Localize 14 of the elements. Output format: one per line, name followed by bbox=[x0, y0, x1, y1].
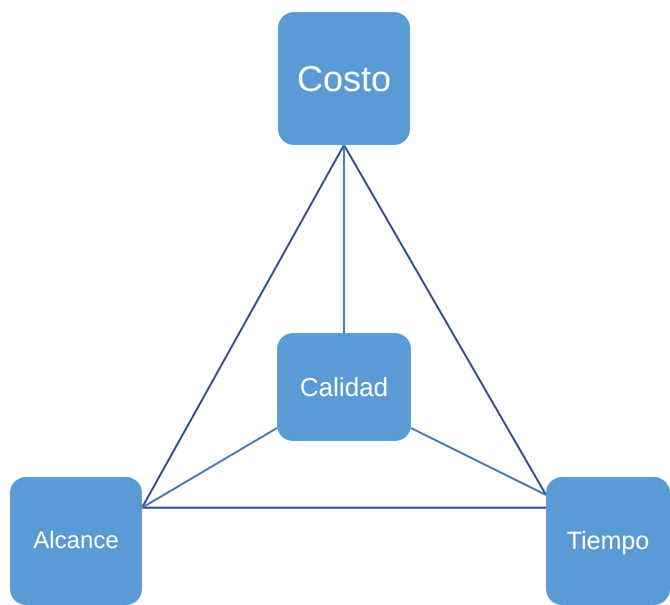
connector-line bbox=[142, 427, 278, 509]
rounded-box bbox=[277, 333, 411, 441]
connector-line bbox=[142, 506, 546, 509]
rounded-box bbox=[546, 477, 670, 605]
connector-line bbox=[343, 144, 547, 496]
connector-line bbox=[343, 145, 345, 333]
node-label: Tiempo bbox=[566, 526, 650, 556]
node-label: Calidad bbox=[300, 372, 388, 402]
rounded-box bbox=[278, 12, 410, 145]
node-label: Costo bbox=[296, 58, 392, 100]
node-label: Alcance bbox=[33, 527, 119, 555]
rounded-box bbox=[10, 477, 142, 605]
connector-line bbox=[141, 144, 345, 508]
connector-line bbox=[410, 427, 546, 496]
